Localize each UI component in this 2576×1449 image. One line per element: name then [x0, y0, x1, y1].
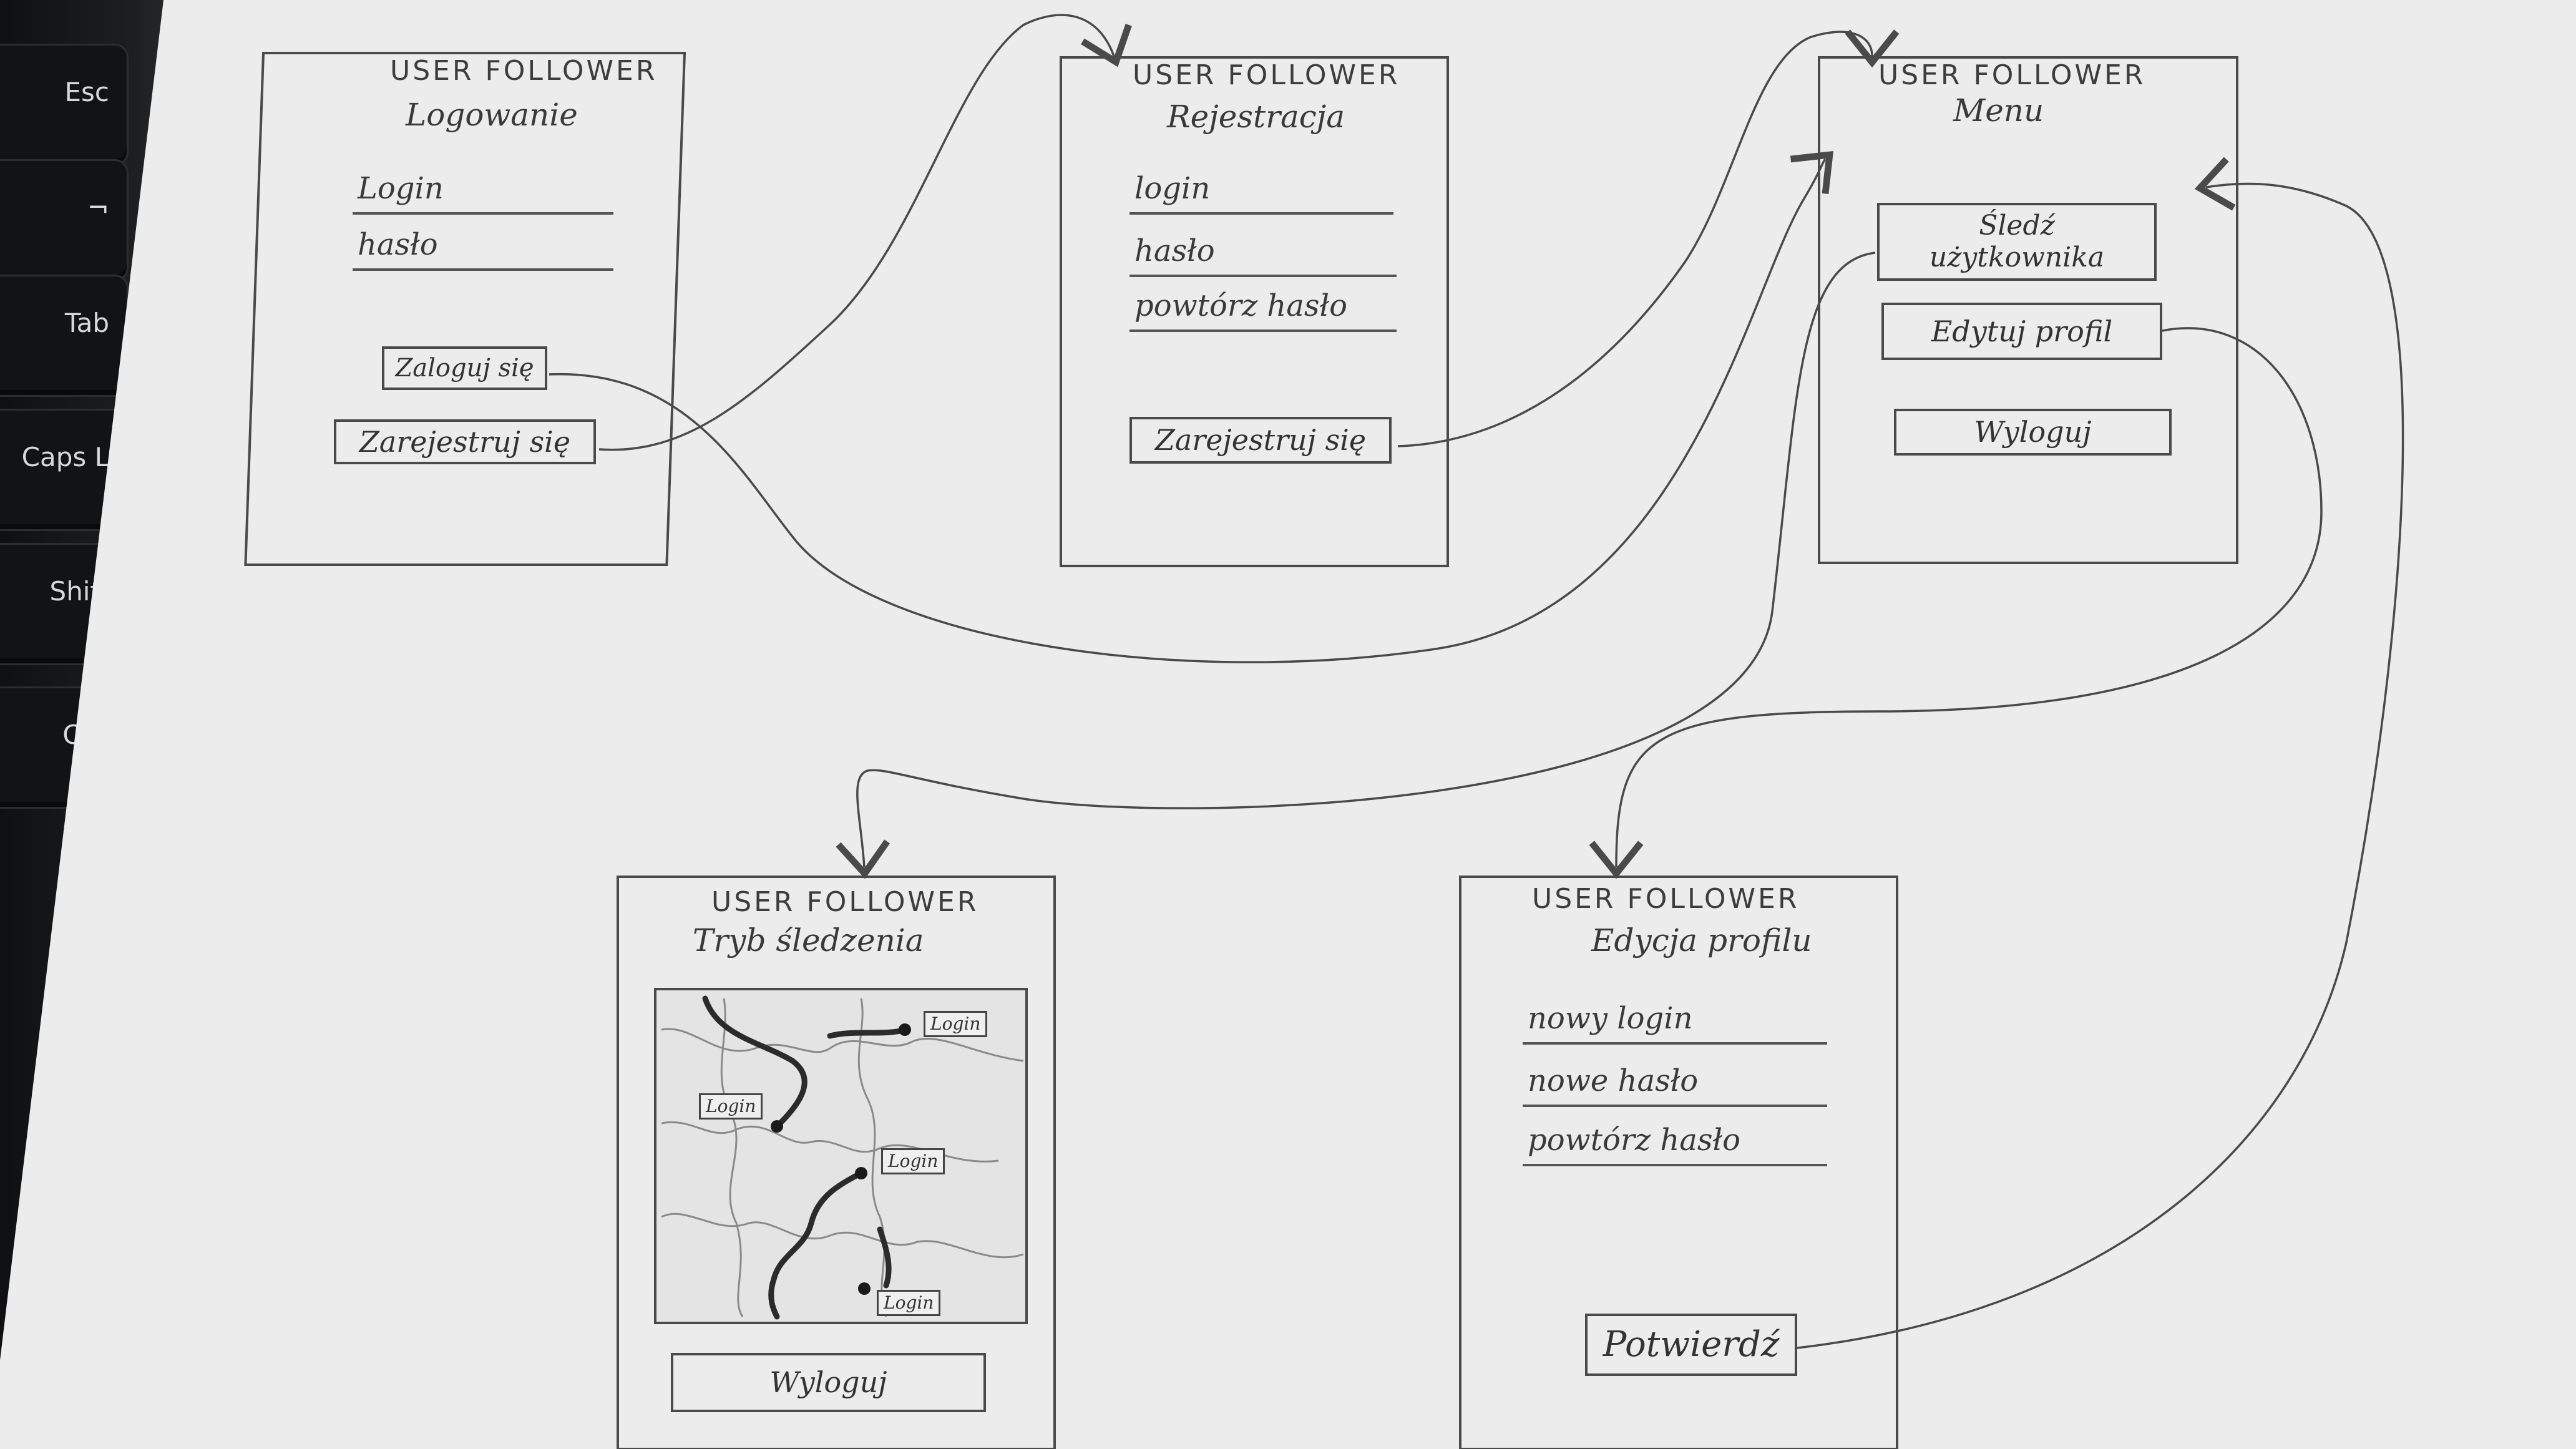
map-routes: [702, 995, 908, 1320]
flow-login-to-menu: [549, 150, 1834, 663]
menu-app-name: USER FOLLOWER: [1878, 59, 2146, 91]
flow-register-to-menu: [1397, 29, 1900, 447]
edycja-profilu-repeat-password-field[interactable]: powtórz hasło: [1523, 1120, 1827, 1166]
map-pin-label[interactable]: Login: [924, 1011, 988, 1037]
map-pin-label[interactable]: Login: [877, 1290, 941, 1316]
frame-edycja-profilu: [1459, 876, 1898, 1449]
rejestracja-title: Rejestracja: [1167, 99, 1345, 135]
not-sign-key-label: ¬: [87, 192, 109, 223]
map-dot: [855, 1167, 867, 1179]
frame-rejestracja: [1060, 56, 1449, 567]
map-dots: [771, 1023, 911, 1295]
logowanie-login-field[interactable]: Login: [353, 168, 613, 215]
rejestracja-password-field[interactable]: hasło: [1129, 231, 1397, 277]
rejestracja-app-name: USER FOLLOWER: [1133, 59, 1400, 91]
menu-title: Menu: [1953, 92, 2044, 129]
edycja-profilu-new-login-field[interactable]: nowy login: [1523, 998, 1827, 1045]
map-frame: [654, 988, 1028, 1324]
map-dot: [858, 1282, 871, 1295]
tryb-sledzenia-logout-button[interactable]: Wyloguj: [671, 1353, 986, 1412]
menu-edit-profile-button[interactable]: Edytuj profil: [1881, 303, 2162, 360]
edycja-profilu-app-name: USER FOLLOWER: [1532, 883, 1800, 915]
frame-menu: [1818, 56, 2238, 564]
rejestracja-register-button[interactable]: Zarejestruj się: [1129, 417, 1392, 464]
menu-follow-user-button[interactable]: Śledź użytkownika: [1877, 203, 2157, 281]
logowanie-title: Logowanie: [406, 97, 578, 133]
logowanie-login-button[interactable]: Zaloguj się: [382, 346, 547, 390]
flow-edit-to-menu: [1797, 157, 2404, 1349]
edycja-profilu-new-password-field[interactable]: nowe hasło: [1523, 1061, 1827, 1107]
tryb-sledzenia-title: Tryb śledzenia: [693, 922, 924, 959]
map-terrain: [661, 998, 1024, 1317]
rejestracja-repeat-password-field[interactable]: powtórz hasło: [1129, 286, 1397, 332]
flow-connectors: [549, 14, 2404, 1349]
flow-login-to-register: [598, 14, 1132, 451]
frame-logowanie: [244, 52, 686, 566]
esc-key: Esc: [0, 44, 129, 166]
tab-key: Tab: [0, 275, 129, 397]
logowanie-app-name: USER FOLLOWER: [390, 55, 658, 87]
flow-menu-to-tracking: [836, 251, 1876, 879]
map-pin-label[interactable]: Login: [699, 1093, 763, 1120]
esc-key-label: Esc: [64, 77, 109, 107]
tryb-sledzenia-app-name: USER FOLLOWER: [711, 886, 979, 918]
edycja-profilu-confirm-button[interactable]: Potwierdź: [1585, 1314, 1797, 1376]
menu-logout-button[interactable]: Wyloguj: [1894, 409, 2172, 456]
map-pin-label[interactable]: Login: [881, 1148, 945, 1174]
rejestracja-login-field[interactable]: login: [1129, 168, 1393, 215]
flow-menu-to-edit: [1589, 327, 2323, 879]
map-dot: [899, 1023, 911, 1036]
logowanie-register-button[interactable]: Zarejestruj się: [334, 419, 596, 464]
edycja-profilu-title: Edycja profilu: [1591, 922, 1812, 959]
tab-key-label: Tab: [64, 308, 109, 338]
caps-lock-key-label: Caps L: [21, 442, 109, 472]
map-dot: [771, 1120, 783, 1133]
logowanie-password-field[interactable]: hasło: [353, 225, 613, 271]
